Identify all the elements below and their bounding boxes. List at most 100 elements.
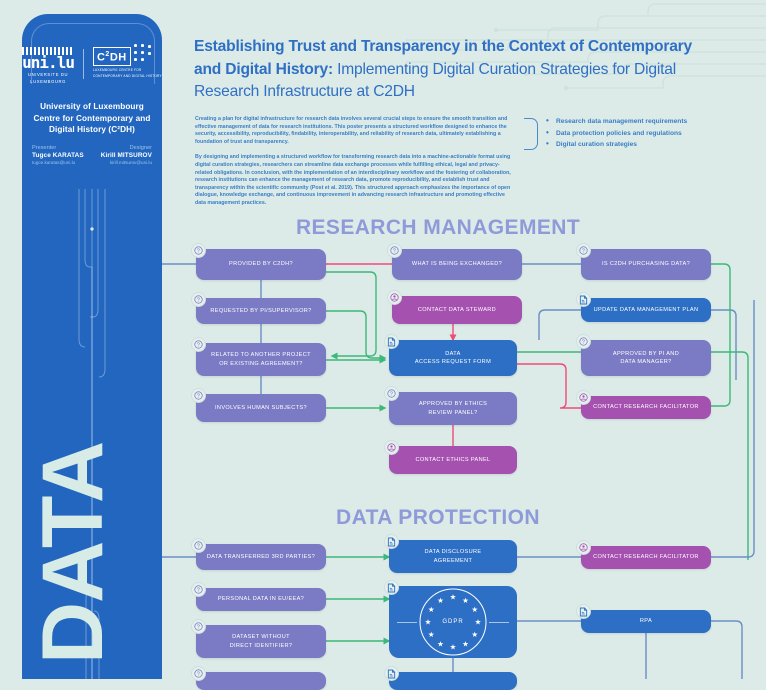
svg-text:?: ?	[197, 343, 200, 349]
svg-text:★: ★	[428, 630, 435, 639]
flow-node-label: DATASET WITHOUT DIRECT IDENTIFIER?	[229, 634, 293, 649]
flow-node-n3[interactable]: ?IS C2DH PURCHASING DATA?	[576, 243, 711, 280]
section-heading-data-protection: DATA PROTECTION	[336, 506, 540, 529]
flow-node-n8[interactable]: DATA ACCESS REQUEST FORM	[384, 334, 517, 376]
svg-text:?: ?	[197, 625, 200, 631]
svg-text:?: ?	[390, 392, 393, 398]
question-badge-icon: ?	[191, 243, 206, 258]
svg-text:?: ?	[197, 249, 200, 255]
document-badge-icon	[384, 580, 399, 595]
c2dh-logo: C2DH LUXEMBOURG CENTRE FOR CONTEMPORARY …	[92, 47, 162, 78]
flow-node-label: DATA DISCLOSURE AGREEMENT	[424, 549, 482, 564]
flow-node-n16[interactable]: CONTACT RESEARCH FACILITATOR	[576, 540, 711, 569]
flow-node-label: REQUESTED BY PI/SUPERVISOR?	[210, 307, 312, 314]
question-badge-icon: ?	[191, 538, 206, 553]
document-badge-icon	[576, 604, 591, 619]
svg-text:?: ?	[197, 588, 200, 594]
flow-node-label: CONTACT ETHICS PANEL	[415, 456, 491, 463]
sidebar-panel: uni.lu UNIVERSITE DU LUXEMBOURG C2DH LUX…	[22, 14, 162, 679]
person-badge-icon	[576, 540, 591, 555]
question-badge-icon: ?	[191, 388, 206, 403]
flow-node-label: RELATED TO ANOTHER PROJECT OR EXISTING A…	[211, 352, 311, 367]
flow-node-n17[interactable]: ? PERSONAL DATA IN EU/EEA?	[191, 582, 326, 611]
svg-text:?: ?	[393, 249, 396, 255]
credit-name: Kirill MITSUROV	[100, 152, 152, 159]
question-badge-icon: ?	[387, 243, 402, 258]
flow-node-n14[interactable]: ? DATA TRANSFERRED 3RD PARTIES?	[191, 538, 326, 570]
abstract-paragraph-1: Creating a plan for digital infrastructu…	[195, 116, 508, 145]
svg-text:★: ★	[425, 618, 432, 627]
c2dh-subtitle-2: CONTEMPORARY AND DIGITAL HISTORY	[92, 73, 162, 78]
flow-node-label: IS C2DH PURCHASING DATA?	[601, 261, 691, 268]
flow-node-n13[interactable]: CONTACT ETHICS PANEL	[384, 440, 517, 474]
flow-node-label: UPDATE DATA MANAGEMENT PLAN	[593, 306, 699, 313]
flow-node-n7[interactable]: ? RELATED TO ANOTHER PROJECT OR EXISTING …	[191, 337, 326, 376]
document-badge-icon	[384, 334, 399, 349]
flow-node-n11[interactable]: ? APPROVED BY ETHICS REVIEW PANEL?	[384, 386, 517, 425]
uni-lu-logo: uni.lu UNIVERSITE DU LUXEMBOURG	[22, 47, 75, 84]
svg-text:★: ★	[471, 605, 478, 614]
eu-flag-icon: ★★★★★★★★★★★★GDPR	[397, 586, 509, 658]
key-topic-item: Research data management requirements	[545, 115, 745, 128]
c2dh-wordmark: C2DH	[92, 47, 131, 66]
flow-node-n12[interactable]: CONTACT RESEARCH FACILITATOR	[576, 390, 711, 419]
flow-node-gdpr[interactable]: ★★★★★★★★★★★★GDPR	[384, 580, 517, 658]
flow-node-n5[interactable]: CONTACT DATA STEWARD	[387, 290, 522, 324]
svg-text:?: ?	[197, 544, 200, 550]
page-title-bold: Establishing Trust and Transparency in t…	[194, 38, 693, 78]
svg-text:★: ★	[428, 605, 435, 614]
credit-presenter: Presenter Tugce KARATAS tugce.karatas@un…	[32, 145, 90, 165]
flow-node-label: CONTACT RESEARCH FACILITATOR	[593, 404, 699, 411]
flow-node-label: PROVIDED BY C2DH?	[229, 261, 293, 268]
svg-text:★: ★	[462, 596, 469, 605]
credit-role: Designer	[129, 145, 152, 151]
logo-divider	[82, 49, 84, 79]
flow-node-label: DATA TRANSFERRED 3RD PARTIES?	[206, 553, 316, 560]
svg-text:★: ★	[450, 643, 457, 652]
question-badge-icon: ?	[191, 582, 206, 597]
flow-node-partial-p2[interactable]	[384, 666, 517, 690]
flow-node-label: DATA ACCESS REQUEST FORM	[414, 350, 492, 366]
person-badge-icon	[576, 390, 591, 405]
abstract-paragraph-2: By designing and implementing a structur…	[195, 154, 511, 206]
uni-lu-subtitle-2: LUXEMBOURG	[30, 79, 66, 84]
flow-node-n10[interactable]: ? INVOLVES HUMAN SUBJECTS?	[191, 388, 326, 422]
key-topic-item: Data protection policies and regulations	[545, 127, 745, 140]
sidebar-circuit-traces	[78, 189, 106, 679]
flow-node-label: APPROVED BY PI AND DATA MANAGER?	[612, 350, 680, 366]
svg-text:?: ?	[197, 394, 200, 400]
flow-node-n4[interactable]: ? REQUESTED BY PI/SUPERVISOR?	[191, 292, 326, 324]
person-badge-icon	[384, 440, 399, 455]
credit-email: kirill.mitsurov@uni.lu	[109, 160, 152, 165]
svg-text:?: ?	[197, 672, 200, 678]
flow-node-n18[interactable]: ? DATASET WITHOUT DIRECT IDENTIFIER?	[191, 619, 326, 658]
flow-node-label: CONTACT RESEARCH FACILITATOR	[593, 554, 699, 561]
svg-text:★: ★	[437, 596, 444, 605]
flow-node-n19[interactable]: RPA	[576, 604, 711, 633]
flow-node-partial-p1[interactable]: ?	[191, 666, 326, 690]
question-badge-icon: ?	[191, 292, 206, 307]
credit-email: tugce.karatas@uni.lu	[32, 160, 76, 165]
flow-node-n9[interactable]: ? APPROVED BY PI AND DATA MANAGER?	[576, 334, 711, 376]
c2dh-subtitle-1: LUXEMBOURG CENTRE FOR	[92, 67, 142, 72]
page-title: Establishing Trust and Transparency in t…	[194, 36, 694, 104]
flow-node-label: WHAT IS BEING EXCHANGED?	[411, 261, 503, 268]
flow-node-label: APPROVED BY ETHICS REVIEW PANEL?	[418, 401, 488, 416]
svg-text:?: ?	[582, 340, 585, 346]
logo-group: uni.lu UNIVERSITE DU LUXEMBOURG C2DH LUX…	[22, 47, 162, 84]
flow-node-label: INVOLVES HUMAN SUBJECTS?	[215, 404, 307, 411]
flow-node-label: PERSONAL DATA IN EU/EEA?	[217, 596, 305, 603]
brace-decoration	[524, 118, 538, 150]
credit-name: Tugce KARATAS	[32, 152, 84, 159]
flow-node-n15[interactable]: DATA DISCLOSURE AGREEMENT	[384, 534, 517, 573]
flow-node-n6[interactable]: UPDATE DATA MANAGEMENT PLAN	[576, 292, 711, 322]
flow-node-n2[interactable]: ? WHAT IS BEING EXCHANGED?	[387, 243, 522, 280]
question-badge-icon: ?	[384, 386, 399, 401]
gdpr-label: GDPR	[442, 619, 464, 625]
svg-text:★: ★	[437, 639, 444, 648]
flow-node-label: RPA	[639, 618, 653, 625]
question-badge-icon: ?	[191, 337, 206, 352]
document-badge-icon	[384, 534, 399, 549]
abstract-text: Creating a plan for digital infrastructu…	[195, 116, 515, 208]
flow-node-n1[interactable]: ? PROVIDED BY C2DH?	[191, 243, 326, 280]
